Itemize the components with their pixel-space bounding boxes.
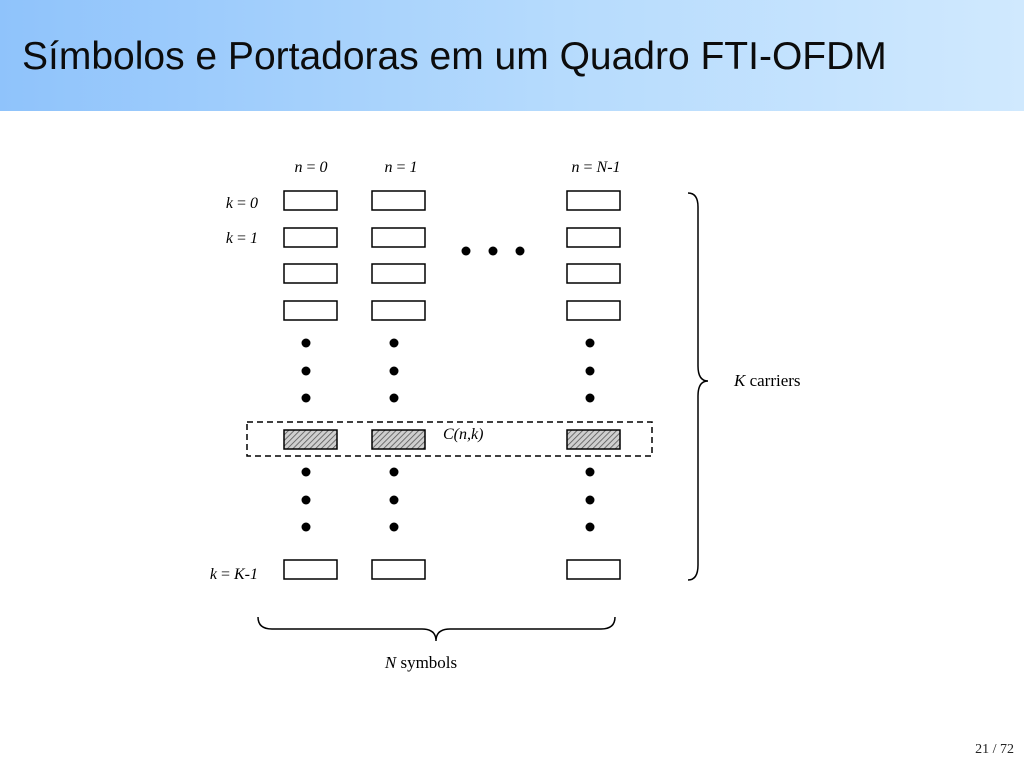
symbols-label: N symbols <box>384 653 457 672</box>
carrier-cell <box>283 190 338 211</box>
highlighted-carrier-row-box <box>246 421 653 457</box>
carrier-cell <box>566 559 621 580</box>
carriers-brace <box>687 192 709 581</box>
highlighted-carrier-cell <box>566 429 621 450</box>
carrier-cell <box>283 559 338 580</box>
carrier-cell <box>566 190 621 211</box>
carrier-cell <box>371 190 426 211</box>
slide-header: Símbolos e Portadoras em um Quadro FTI-O… <box>0 0 1024 111</box>
carrier-cell <box>566 263 621 284</box>
carriers-label: K carriers <box>733 371 801 390</box>
highlighted-carrier-cell <box>283 429 338 450</box>
column-label-n1: n = 1 <box>384 159 417 176</box>
highlighted-carrier-cell <box>371 429 426 450</box>
row-label-k0: k = 0 <box>226 195 258 212</box>
row-label-k1: k = 1 <box>226 230 258 247</box>
column-label-n0: n = 0 <box>294 159 327 176</box>
page-counter: 21 / 72 <box>975 742 1014 757</box>
horizontal-ellipsis <box>461 246 525 256</box>
carrier-cell <box>283 263 338 284</box>
vertical-ellipsis <box>301 467 595 532</box>
carrier-cell <box>566 300 621 321</box>
carrier-cell <box>283 300 338 321</box>
carrier-cell <box>371 227 426 248</box>
vertical-ellipsis <box>301 338 595 403</box>
row-label-k-last: k = K-1 <box>210 566 258 583</box>
carrier-cell <box>371 300 426 321</box>
column-label-n-last: n = N-1 <box>571 159 620 176</box>
symbols-brace <box>257 616 616 642</box>
carrier-cell <box>371 559 426 580</box>
carrier-cell <box>371 263 426 284</box>
cell-label: C(n,k) <box>443 426 483 443</box>
slide-title: Símbolos e Portadoras em um Quadro FTI-O… <box>22 35 887 78</box>
carrier-cell <box>566 227 621 248</box>
carrier-cell <box>283 227 338 248</box>
